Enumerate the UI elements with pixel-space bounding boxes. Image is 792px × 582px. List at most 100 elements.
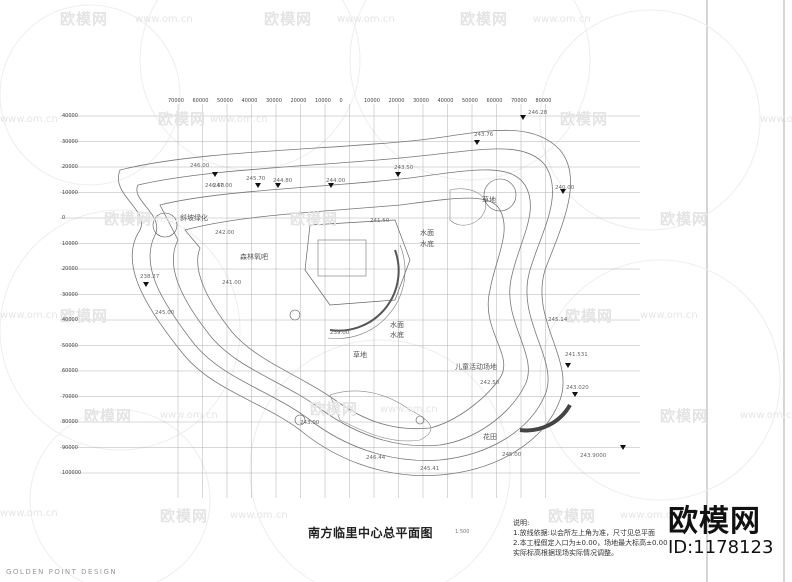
model-id: ID:1178123 xyxy=(668,537,774,558)
elevation-label: 241.50 xyxy=(370,218,390,224)
grid-tick-top: 50000 xyxy=(217,98,233,104)
watermark-url: www.om.cn xyxy=(533,14,591,25)
elevation-label: 245.00 xyxy=(155,310,175,316)
grid-tick-top: 10000 xyxy=(315,98,331,104)
elevation-label: 239.00 xyxy=(330,330,350,336)
elevation-label: 243.00 xyxy=(300,420,320,426)
grid-tick-left: 20000 xyxy=(62,164,78,170)
elevation-label: 243.76 xyxy=(474,132,494,138)
watermark-url: www.om.cn xyxy=(0,508,58,519)
scale-note: 1:500 xyxy=(455,529,470,535)
watermark-text: 欧模网 xyxy=(264,10,313,28)
area-label: 水面 xyxy=(420,229,434,237)
elevation-label: 241.531 xyxy=(565,352,588,358)
elevation-label: 246.00 xyxy=(190,163,210,169)
watermark-url: www.om.cn xyxy=(210,114,268,125)
grid-tick-top: 30000 xyxy=(266,98,282,104)
watermark-text: 欧模网 xyxy=(660,210,709,228)
grid-tick-left: 0 xyxy=(62,215,66,221)
watermark-text: 欧模网 xyxy=(660,407,709,425)
elevation-label: 238.27 xyxy=(140,274,160,280)
playground-arc xyxy=(519,403,572,433)
design-credit: GOLDEN POINT DESIGN xyxy=(6,568,118,576)
elevation-label: 244.80 xyxy=(273,178,293,184)
watermark-url: www.om.cn xyxy=(380,404,438,415)
area-label: 花田 xyxy=(483,433,497,441)
watermark-text: 欧模网 xyxy=(548,507,597,525)
area-label: 儿童活动场地 xyxy=(455,363,497,371)
note-line: 2.本工程假定入口为±0.00，场地最大标高±0.00 xyxy=(513,539,668,547)
grid-tick-top: 20000 xyxy=(388,98,405,104)
elevation-label: 245.70 xyxy=(246,176,266,182)
elevation-label: 243.50 xyxy=(394,165,414,171)
grid-tick-top: 40000 xyxy=(437,98,454,104)
grid-tick-left: 90000 xyxy=(62,444,78,451)
grid-tick-top: 10000 xyxy=(364,98,380,104)
area-label: 水面 xyxy=(390,321,404,329)
area-label: 草地 xyxy=(482,196,496,204)
grid-tick-top: 30000 xyxy=(413,98,429,104)
grid-tick-left: 100000 xyxy=(62,470,82,476)
watermark-url: www.om.cn xyxy=(0,114,58,125)
watermark-text: 欧模网 xyxy=(60,307,109,325)
watermark-url: www.om.cn xyxy=(135,14,193,25)
grid-tick-top: 80000 xyxy=(535,98,552,104)
elevation-label: 245.14 xyxy=(548,317,568,323)
elevation-label: 246.50 xyxy=(205,183,225,189)
area-label: 水底 xyxy=(420,240,434,248)
area-label: 斜坡绿化 xyxy=(180,214,208,222)
watermark-url: www.om.cn xyxy=(337,14,395,25)
elevation-label: 245.00 xyxy=(502,452,522,458)
watermark-url: www.om.cn xyxy=(120,214,178,225)
grid-tick-left: 40000 xyxy=(62,317,78,323)
elevation-label: 243.020 xyxy=(566,385,589,391)
grid-tick-top: 40000 xyxy=(241,98,258,104)
watermark-text: 欧模网 xyxy=(104,210,153,228)
watermark-text: 欧模网 xyxy=(460,10,509,28)
watermark-text: 欧模网 xyxy=(160,507,209,525)
area-label: 草地 xyxy=(353,351,367,359)
grid-tick-left: 40000 xyxy=(62,113,78,119)
elevation-label: 242.00 xyxy=(215,230,235,236)
grid-tick-top: 0 xyxy=(339,98,343,104)
watermark-url: www.om.cn xyxy=(230,510,288,521)
grid-horizontal-lines xyxy=(60,115,640,474)
grid-vertical-lines xyxy=(177,104,546,498)
elevation-label: 244.00 xyxy=(326,178,346,184)
grid-tick-top: 70000 xyxy=(168,98,184,104)
grid-tick-left: 60000 xyxy=(62,368,78,374)
brand-watermark: 欧模网 xyxy=(668,504,761,539)
tree-symbols xyxy=(152,178,517,426)
drawing-title: 南方临里中心总平面图 xyxy=(308,526,434,540)
watermark-url: www.om.cn xyxy=(740,410,792,421)
watermark-text: 欧模网 xyxy=(84,407,133,425)
grid-tick-left: 50000 xyxy=(62,342,78,349)
watermark-url: www.om.cn xyxy=(640,310,698,321)
drawing-notes: 说明: 1.放线依据:以会所左上角为准，尺寸见总平面 2.本工程假定入口为±0.… xyxy=(513,518,668,558)
area-label: 水底 xyxy=(390,331,404,339)
watermark-url: www.om.cn xyxy=(0,310,58,321)
note-line: 1.放线依据:以会所左上角为准，尺寸见总平面 xyxy=(513,529,656,537)
elevation-label: 242.50 xyxy=(480,380,500,386)
watermark-text: 欧模网 xyxy=(290,210,339,228)
watermark-text: 欧模网 xyxy=(158,110,207,128)
grid-tick-top: 60000 xyxy=(192,98,209,104)
watermark-text: 欧模网 xyxy=(310,400,359,418)
note-line: 说明: xyxy=(513,519,530,527)
elevation-label: 243.9000 xyxy=(580,453,607,459)
grid-tick-left: 10000 xyxy=(62,240,78,247)
watermark-text: 欧模网 xyxy=(565,307,614,325)
elevation-label: 246.44 xyxy=(366,455,386,461)
grid-tick-left: 10000 xyxy=(62,189,78,196)
watermark-url: www.om.cn xyxy=(160,410,218,421)
level-markers xyxy=(143,115,626,450)
grid-tick-left: 80000 xyxy=(62,419,78,425)
watermark-text: 欧模网 xyxy=(60,10,109,28)
elevation-label: 246.28 xyxy=(528,110,548,116)
grid-tick-left: 70000 xyxy=(62,393,78,400)
watermark-text: 欧模网 xyxy=(560,110,609,128)
elevation-label: 240.00 xyxy=(555,185,575,191)
